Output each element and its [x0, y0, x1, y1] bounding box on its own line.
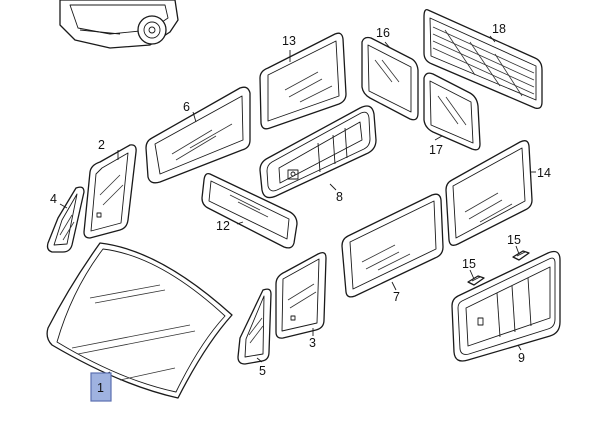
- part-6-side-window[interactable]: [145, 86, 251, 184]
- part-15-clip-right[interactable]: [512, 250, 530, 261]
- label-part-9[interactable]: 9: [518, 351, 525, 365]
- part-7-sliding-door-window[interactable]: [341, 193, 444, 298]
- label-part-1[interactable]: 1: [97, 381, 104, 395]
- label-part-3[interactable]: 3: [309, 336, 316, 350]
- part-16-rear-side-window[interactable]: [361, 36, 419, 121]
- part-12-strip-window[interactable]: [201, 172, 298, 249]
- part-17-rear-side-window[interactable]: [423, 72, 481, 151]
- label-part-18[interactable]: 18: [492, 22, 506, 36]
- label-part-6[interactable]: 6: [183, 100, 190, 114]
- label-part-12[interactable]: 12: [216, 219, 230, 233]
- part-18-rear-window[interactable]: [423, 9, 543, 110]
- part-labels: 1 2 3 4 5 6 7 8 9 12 13 14 15 15 16 17 1…: [50, 22, 551, 395]
- part-4-vent-window[interactable]: [46, 186, 85, 253]
- part-5-vent-window[interactable]: [237, 288, 272, 365]
- part-15-clip-left[interactable]: [467, 275, 485, 286]
- label-part-15-left[interactable]: 15: [462, 257, 476, 271]
- label-part-16[interactable]: 16: [376, 26, 390, 40]
- part-3-door-window[interactable]: [275, 252, 327, 339]
- label-part-5[interactable]: 5: [259, 364, 266, 378]
- part-1-windscreen[interactable]: [46, 242, 233, 399]
- part-1-callout-highlight: [90, 372, 112, 402]
- leader-lines: [59, 35, 536, 377]
- label-part-13[interactable]: 13: [282, 34, 296, 48]
- van-illustration: [59, 0, 179, 49]
- part-2-side-window[interactable]: [83, 144, 137, 239]
- part-14-side-window[interactable]: [445, 140, 533, 246]
- part-8-sliding-window-frame[interactable]: [259, 105, 377, 199]
- label-part-7[interactable]: 7: [393, 290, 400, 304]
- label-part-4[interactable]: 4: [50, 192, 57, 206]
- part-13-side-window[interactable]: [259, 32, 347, 130]
- label-part-15-right[interactable]: 15: [507, 233, 521, 247]
- label-part-17[interactable]: 17: [429, 143, 443, 157]
- label-part-2[interactable]: 2: [98, 138, 105, 152]
- label-part-8[interactable]: 8: [336, 190, 343, 204]
- part-9-framed-sliding-window[interactable]: [451, 250, 561, 362]
- label-part-14[interactable]: 14: [537, 166, 551, 180]
